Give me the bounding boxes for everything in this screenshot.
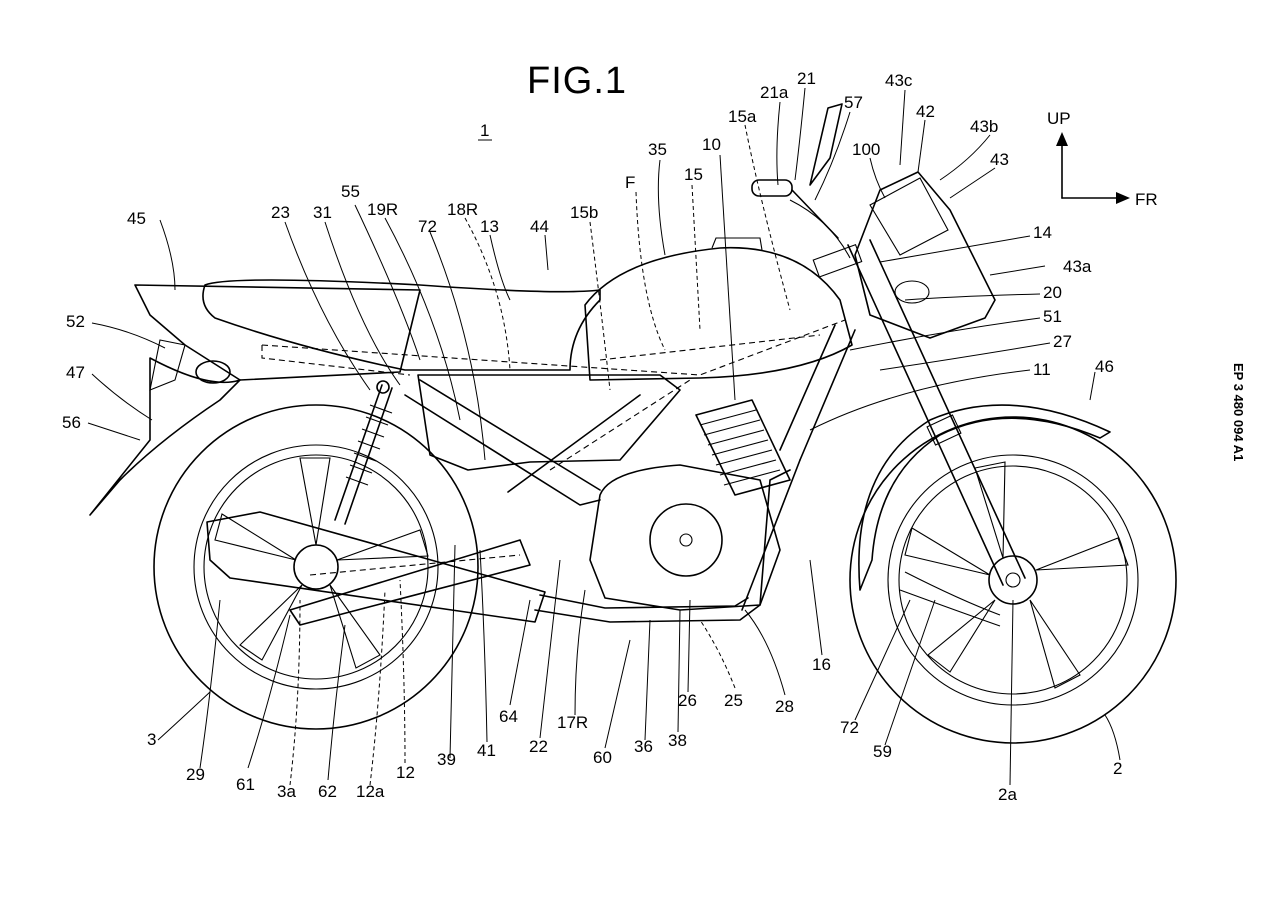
ref-label: 28 xyxy=(775,697,794,716)
ref-label: 35 xyxy=(648,140,667,159)
ref-label: 56 xyxy=(62,413,81,432)
ref-label: 29 xyxy=(186,765,205,784)
direction-indicator: UP FR xyxy=(1047,109,1158,209)
ref-label: 27 xyxy=(1053,332,1072,351)
rear-cowl xyxy=(90,285,420,515)
engine xyxy=(590,400,790,610)
ref-label: 44 xyxy=(530,217,549,236)
ref-label: 21a xyxy=(760,83,789,102)
swing-arm xyxy=(290,540,530,625)
ref-label: 17R xyxy=(557,713,588,732)
ref-label: 64 xyxy=(499,707,518,726)
front-wheel xyxy=(850,417,1176,743)
ref-label: 15a xyxy=(728,107,757,126)
ref-label: 43c xyxy=(885,71,913,90)
ref-label: 39 xyxy=(437,750,456,769)
ref-label: 36 xyxy=(634,737,653,756)
ref-label: 22 xyxy=(529,737,548,756)
ref-label: 15 xyxy=(684,165,703,184)
fuel-tank xyxy=(585,248,852,380)
vehicle-reference-number: 1 xyxy=(480,121,489,140)
ref-label: 11 xyxy=(1033,360,1051,379)
ref-label: 12 xyxy=(396,763,415,782)
ref-label: 2a xyxy=(998,785,1017,804)
ref-label: 23 xyxy=(271,203,290,222)
direction-up-label: UP xyxy=(1047,109,1071,128)
side-cover xyxy=(418,375,680,470)
ref-label: 55 xyxy=(341,182,360,201)
ref-label: 62 xyxy=(318,782,337,801)
up-arrow-icon xyxy=(1056,132,1068,146)
ref-label: 100 xyxy=(852,140,880,159)
ref-label: 26 xyxy=(678,691,697,710)
ref-label: 61 xyxy=(236,775,255,794)
ref-label: 60 xyxy=(593,748,612,767)
direction-front-label: FR xyxy=(1135,190,1158,209)
ref-label: 12a xyxy=(356,782,385,801)
ref-label: 45 xyxy=(127,209,146,228)
ref-label: 15b xyxy=(570,203,598,222)
front-arrow-icon xyxy=(1116,192,1130,204)
ref-label: 43b xyxy=(970,117,998,136)
ref-label: F xyxy=(625,173,635,192)
ref-label: 46 xyxy=(1095,357,1114,376)
figure-title: FIG.1 xyxy=(527,60,627,102)
ref-label: 52 xyxy=(66,312,85,331)
ref-label: 13 xyxy=(480,217,499,236)
ref-label: 21 xyxy=(797,69,816,88)
ref-label: 3 xyxy=(147,730,156,749)
ref-label: 2 xyxy=(1113,759,1122,778)
ref-label: 72 xyxy=(840,718,859,737)
rear-shock xyxy=(335,381,392,524)
ref-label: 42 xyxy=(916,102,935,121)
ref-label: 43 xyxy=(990,150,1009,169)
ref-label: 38 xyxy=(668,731,687,750)
front-fork xyxy=(848,240,1025,585)
ref-label: 14 xyxy=(1033,223,1052,242)
ref-label: 18R xyxy=(447,200,478,219)
publication-number: EP 3 480 094 A1 xyxy=(1231,363,1246,461)
ref-label: 19R xyxy=(367,200,398,219)
ref-label: 43a xyxy=(1063,257,1092,276)
handlebar xyxy=(752,104,862,277)
ref-label: 10 xyxy=(702,135,721,154)
ref-label: 3a xyxy=(277,782,296,801)
ref-label: 25 xyxy=(724,691,743,710)
ref-label: 20 xyxy=(1043,283,1062,302)
ref-label: 72 xyxy=(418,217,437,236)
ref-label: 47 xyxy=(66,363,85,382)
ref-label: 31 xyxy=(313,203,332,222)
ref-label: 57 xyxy=(844,93,863,112)
ref-label: 41 xyxy=(477,741,496,760)
motorcycle-drawing xyxy=(90,104,1176,743)
ref-label: 59 xyxy=(873,742,892,761)
ref-label: 51 xyxy=(1043,307,1062,326)
leader-lines xyxy=(88,88,1120,785)
vehicle-reference: 1 xyxy=(478,121,492,140)
ref-label: 16 xyxy=(812,655,831,674)
